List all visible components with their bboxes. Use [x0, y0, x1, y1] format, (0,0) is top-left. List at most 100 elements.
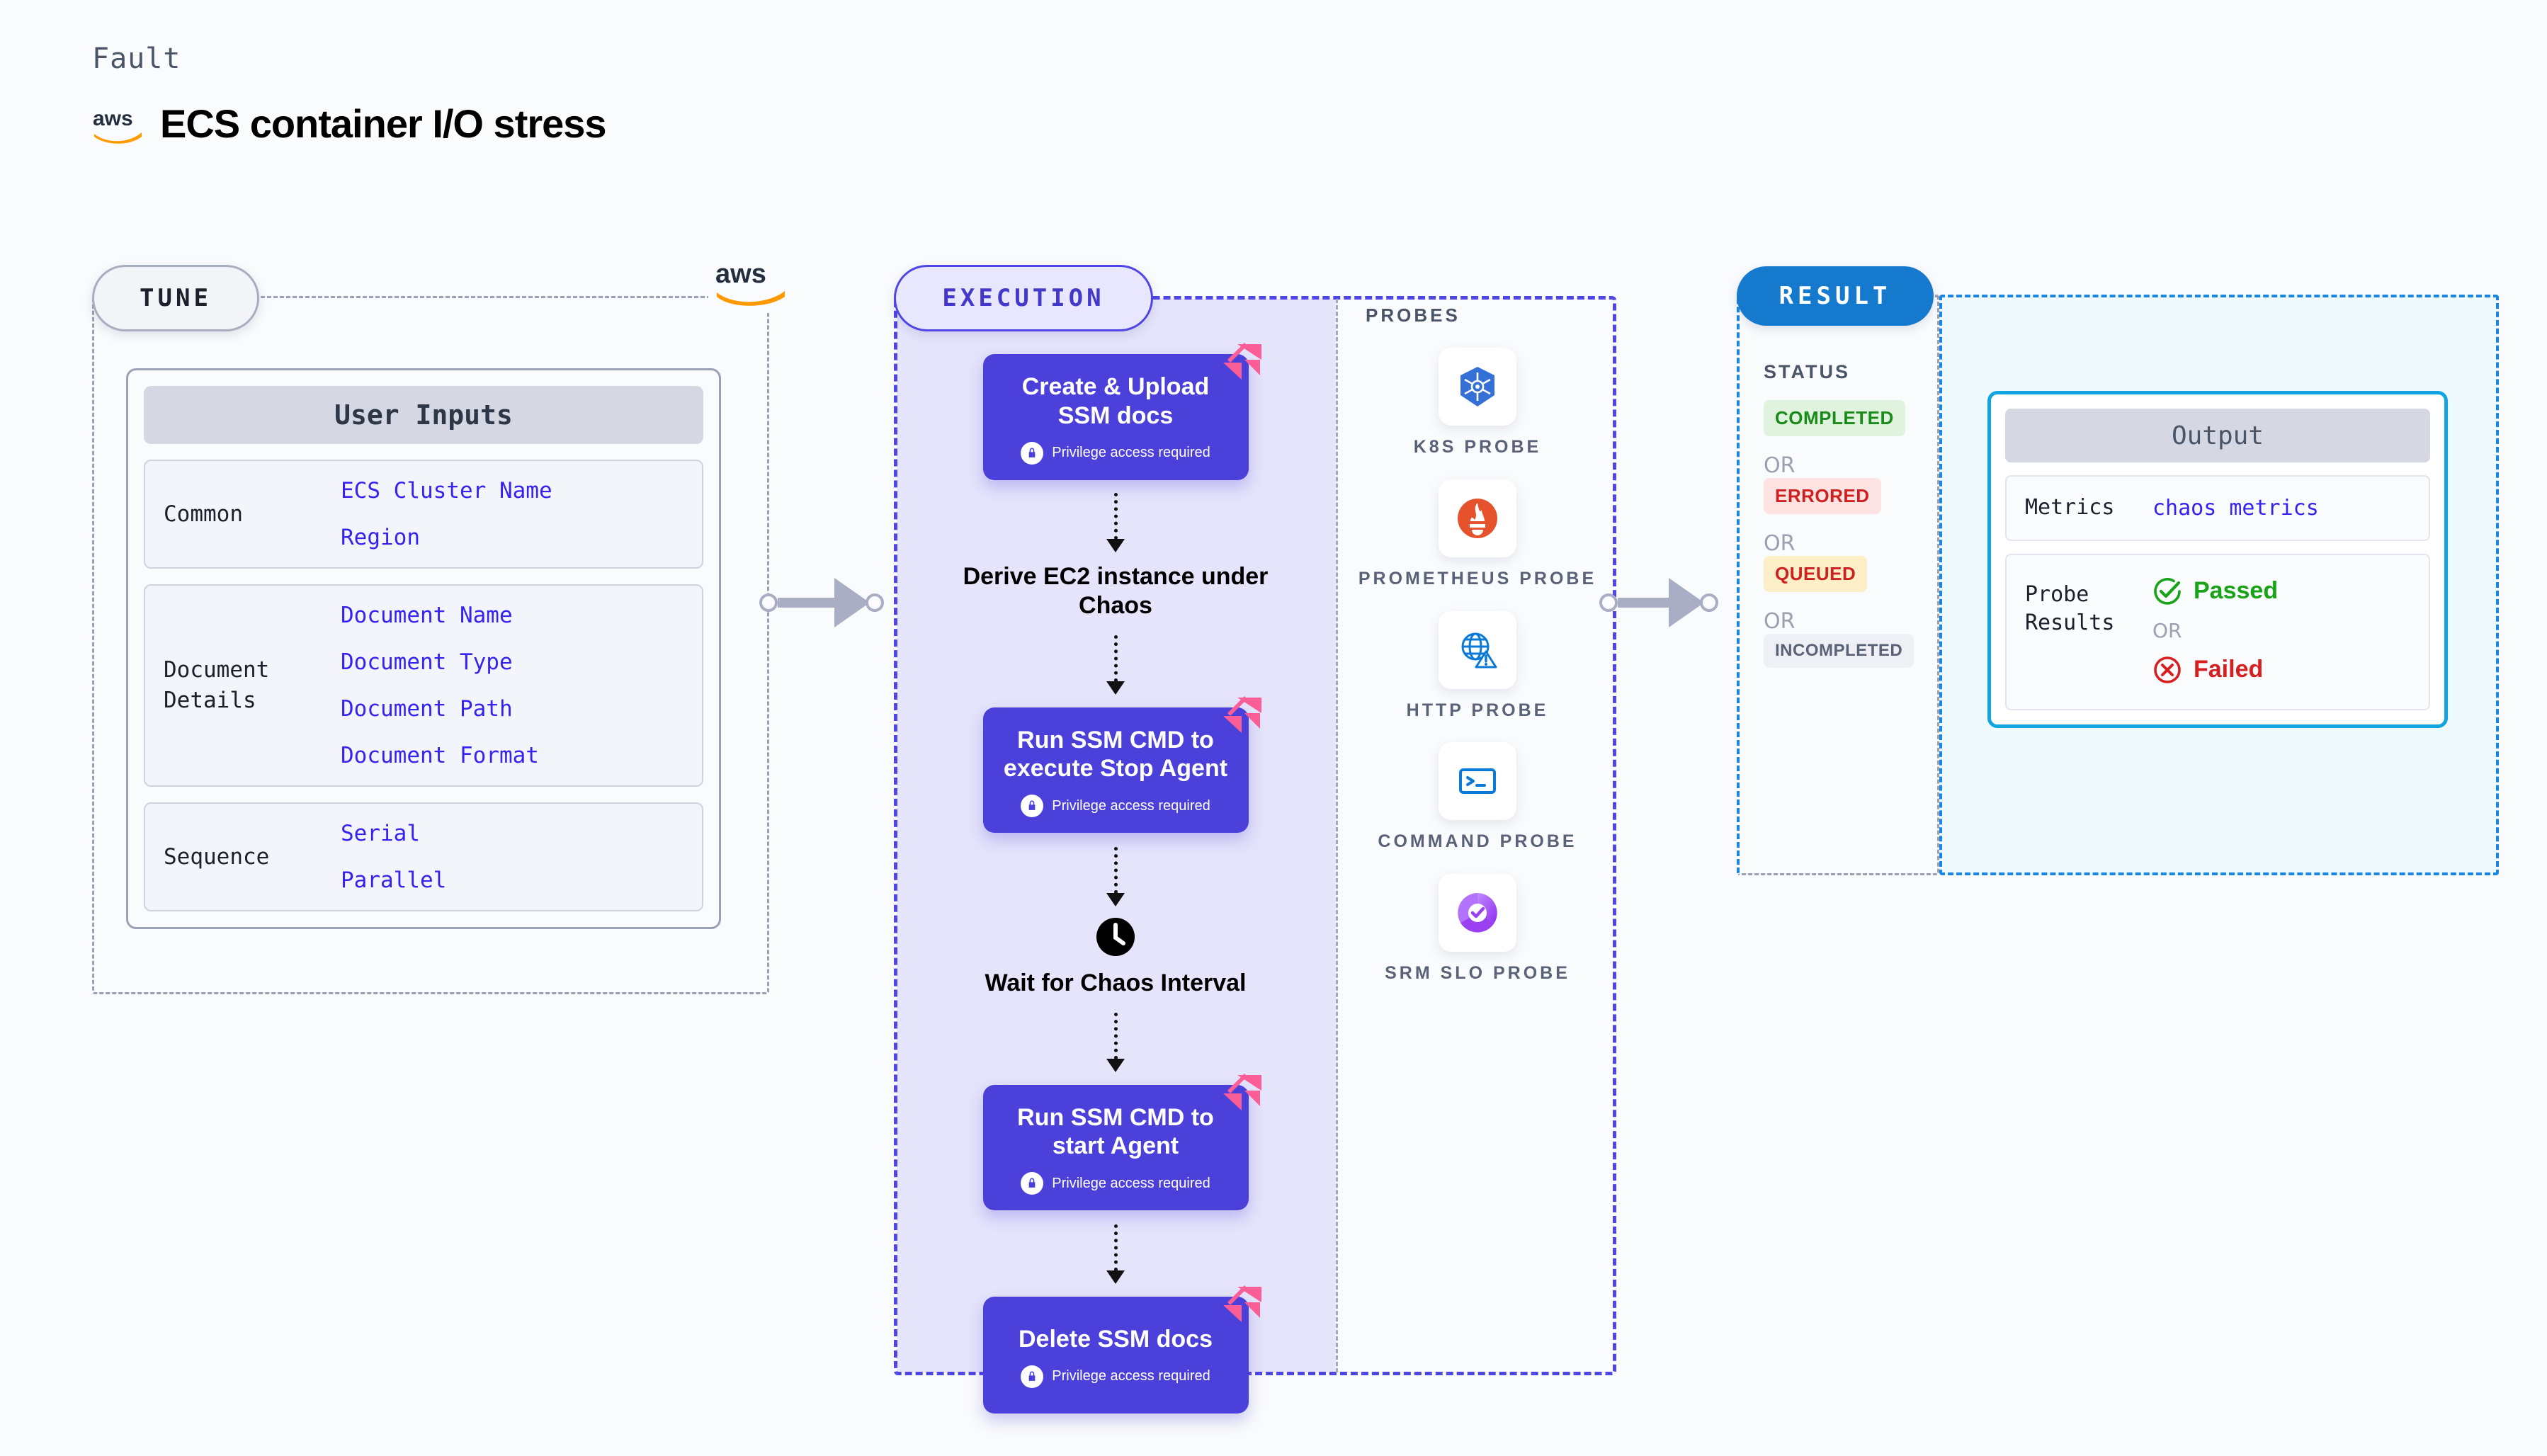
- terminal-icon: [1439, 742, 1516, 821]
- fault-badge-icon: [1223, 695, 1261, 733]
- flow-node-run-ssm-stop-agent[interactable]: Run SSM CMD to execute Stop Agent Privil…: [982, 695, 1261, 834]
- lock-icon: [1021, 441, 1044, 465]
- probe-result-or: OR: [2152, 618, 2182, 642]
- execution-flow: Create & Upload SSM docs Privilege acces…: [942, 343, 1289, 1414]
- input-value[interactable]: Region: [341, 525, 420, 550]
- probes-column: PROBES K8S PROBE: [1350, 305, 1605, 986]
- input-group-label: Common: [164, 501, 243, 527]
- metrics-label: Metrics: [2025, 495, 2115, 520]
- clock-icon: [1096, 918, 1135, 957]
- connector-tune-to-execution: [759, 578, 884, 627]
- connector-dot: [1700, 593, 1718, 612]
- probe-prometheus[interactable]: PROMETHEUS PROBE: [1350, 479, 1605, 591]
- output-card: Output Metrics chaos metrics Probe Resul…: [1987, 391, 2448, 728]
- input-group-label: Document Details: [164, 657, 270, 713]
- connector-execution-to-result: [1599, 578, 1718, 627]
- flow-arrow: [1106, 1224, 1125, 1285]
- flow-node-delete-ssm-docs[interactable]: Delete SSM docs Privilege access require…: [982, 1285, 1261, 1414]
- input-group-document-details: Document Details Document Name Document …: [144, 584, 703, 787]
- status-badge-completed: COMPLETED: [1764, 400, 1905, 436]
- lock-icon: [1021, 1365, 1044, 1388]
- fault-badge-icon: [1223, 343, 1261, 380]
- fault-badge-icon: [1223, 1285, 1261, 1323]
- status-badge-incompleted: INCOMPLETED: [1764, 634, 1914, 668]
- flow-node-title: Create & Upload SSM docs: [1021, 373, 1210, 429]
- status-list: STATUS COMPLETED OR ERRORED OR QUEUED OR…: [1764, 361, 1927, 668]
- flow-node-title: Run SSM CMD to execute Stop Agent: [1003, 726, 1228, 783]
- title-row: aws ECS container I/O stress: [92, 101, 607, 147]
- aws-logo-icon: aws: [714, 256, 788, 307]
- probe-k8s[interactable]: K8S PROBE: [1350, 348, 1605, 460]
- output-row-probe-results: Probe Results Passed OR Failed: [2005, 553, 2430, 710]
- connector-line: [778, 598, 834, 608]
- connector-dot: [866, 593, 884, 612]
- flow-arrow: [1106, 847, 1125, 907]
- flow-node-derive-ec2-instance: Derive EC2 instance under Chaos: [963, 562, 1269, 620]
- input-value[interactable]: Document Type: [341, 649, 513, 675]
- aws-logo: aws: [92, 104, 144, 144]
- probe-http[interactable]: HTTP PROBE: [1350, 610, 1605, 723]
- arrow-right-icon: [1669, 578, 1704, 627]
- flow-node-create-upload-ssm-docs[interactable]: Create & Upload SSM docs Privilege acces…: [982, 343, 1261, 480]
- flow-arrow: [1106, 635, 1125, 695]
- probe-command[interactable]: COMMAND PROBE: [1350, 742, 1605, 854]
- flow-node-title: Run SSM CMD to start Agent: [1017, 1103, 1214, 1160]
- input-group-common: Common ECS Cluster Name Region: [144, 460, 703, 569]
- execution-panel: [894, 296, 1616, 1375]
- svg-text:aws: aws: [93, 107, 133, 130]
- lock-icon: [1021, 1172, 1044, 1195]
- tune-panel: [92, 296, 769, 994]
- flow-node-title: Wait for Chaos Interval: [985, 969, 1247, 997]
- privilege-note: Privilege access required: [994, 441, 1237, 465]
- connector-line: [1618, 598, 1669, 608]
- kubernetes-icon: [1439, 348, 1516, 426]
- probe-srm-slo[interactable]: SRM SLO PROBE: [1350, 874, 1605, 986]
- probes-fill: [1336, 299, 1613, 1372]
- connector-dot: [1599, 593, 1618, 612]
- aws-badge: aws: [708, 249, 793, 313]
- probes-divider: [1336, 299, 1338, 1372]
- failed-label: Failed: [2194, 656, 2264, 683]
- status-or: OR: [1764, 609, 1796, 634]
- page-header: Fault aws ECS container I/O stress: [92, 42, 607, 147]
- tune-pill[interactable]: TUNE: [92, 265, 259, 331]
- probe-result-failed: Failed: [2152, 655, 2278, 685]
- fault-kicker: Fault: [92, 42, 181, 75]
- status-badge-queued: QUEUED: [1764, 556, 1868, 592]
- probe-label: SRM SLO PROBE: [1385, 963, 1570, 983]
- execution-pill[interactable]: EXECUTION: [894, 265, 1153, 331]
- input-value[interactable]: Document Path: [341, 696, 513, 722]
- privilege-note: Privilege access required: [994, 795, 1237, 818]
- flow-node-run-ssm-start-agent[interactable]: Run SSM CMD to start Agent Privilege acc…: [982, 1073, 1261, 1211]
- output-title: Output: [2005, 409, 2430, 462]
- prometheus-icon: [1439, 479, 1516, 557]
- privilege-text: Privilege access required: [1052, 797, 1210, 814]
- input-value[interactable]: ECS Cluster Name: [341, 478, 552, 504]
- input-group-sequence: Sequence Serial Parallel: [144, 802, 703, 911]
- user-inputs-title: User Inputs: [144, 386, 703, 444]
- flow-arrow: [1106, 1012, 1125, 1072]
- svg-text:aws: aws: [715, 259, 766, 289]
- input-value[interactable]: Document Name: [341, 603, 513, 628]
- privilege-text: Privilege access required: [1052, 1175, 1210, 1191]
- check-circle-icon: [2154, 577, 2181, 605]
- input-value[interactable]: Serial: [341, 821, 420, 846]
- probe-label: HTTP PROBE: [1406, 700, 1549, 720]
- output-row-metrics: Metrics chaos metrics: [2005, 475, 2430, 541]
- passed-label: Passed: [2194, 577, 2279, 604]
- privilege-note: Privilege access required: [994, 1172, 1237, 1195]
- probe-label: PROMETHEUS PROBE: [1358, 568, 1597, 588]
- input-value[interactable]: Document Format: [341, 743, 539, 768]
- probe-label: COMMAND PROBE: [1378, 831, 1577, 852]
- probe-label: K8S PROBE: [1413, 437, 1542, 457]
- flow-node-wait-for-chaos-interval: Wait for Chaos Interval: [985, 916, 1247, 998]
- flow-node-title: Delete SSM docs: [1019, 1326, 1213, 1353]
- privilege-text: Privilege access required: [1052, 445, 1210, 461]
- privilege-text: Privilege access required: [1052, 1368, 1210, 1384]
- input-value[interactable]: Parallel: [341, 868, 447, 893]
- metrics-value[interactable]: chaos metrics: [2152, 495, 2319, 521]
- arrow-right-icon: [834, 578, 870, 627]
- x-circle-icon: [2154, 656, 2181, 683]
- result-pill[interactable]: RESULT: [1737, 266, 1934, 326]
- status-title: STATUS: [1764, 361, 1850, 382]
